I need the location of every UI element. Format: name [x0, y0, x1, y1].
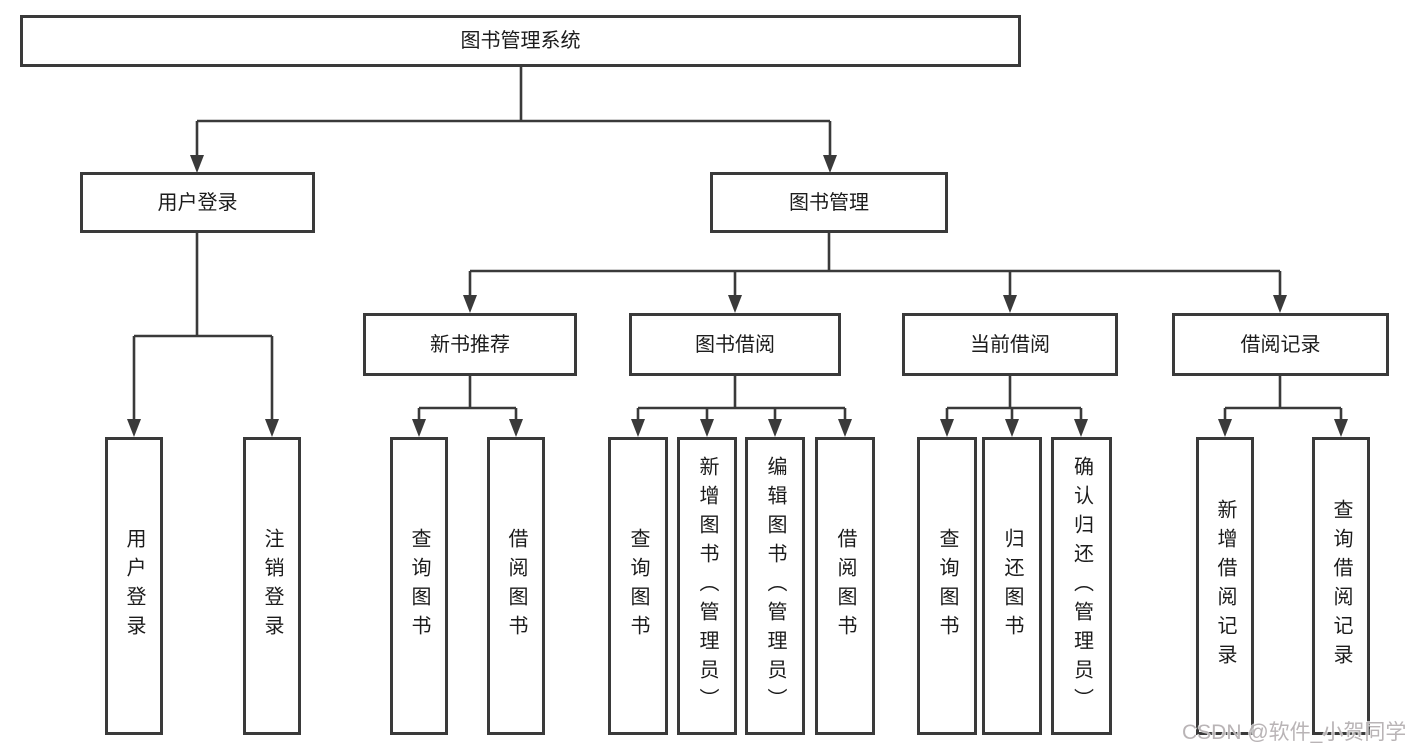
node-root-system: 图书管理系统 [20, 15, 1021, 67]
leaf-label: 新增借阅记录 [1214, 499, 1236, 673]
leaf-logout: 注销登录 [243, 437, 301, 735]
leaf-label: 注销登录 [261, 528, 283, 644]
node-book-borrow: 图书借阅 [629, 313, 841, 376]
leaf-add-borrow-record: 新增借阅记录 [1196, 437, 1254, 735]
leaf-borrow-books-recommend: 借阅图书 [487, 437, 545, 735]
leaf-confirm-return-admin: 确认归还（管理员） [1051, 437, 1112, 735]
leaf-label: 查询图书 [408, 528, 430, 644]
watermark: CSDN @软件_小贺同学 [1182, 721, 1405, 744]
leaf-user-login: 用户登录 [105, 437, 163, 735]
leaf-label: 确认归还（管理员） [1070, 455, 1093, 717]
leaf-label: 借阅图书 [834, 528, 856, 644]
leaf-label: 用户登录 [123, 528, 145, 644]
node-book-management: 图书管理 [710, 172, 948, 233]
connector-book-management-to-level3 [463, 233, 1287, 313]
leaf-query-books-borrow: 查询图书 [608, 437, 668, 735]
leaf-label: 借阅图书 [505, 528, 527, 644]
node-new-book-recommend: 新书推荐 [363, 313, 577, 376]
leaf-borrow-books: 借阅图书 [815, 437, 875, 735]
leaf-add-books-admin: 新增图书（管理员） [677, 437, 737, 735]
leaf-return-books: 归还图书 [982, 437, 1042, 735]
connector-new-book-recommend-to-leaves [412, 376, 523, 437]
connector-current-borrow-to-leaves [940, 376, 1088, 437]
leaf-label: 查询借阅记录 [1330, 499, 1352, 673]
leaf-query-books-recommend: 查询图书 [390, 437, 448, 735]
leaf-query-books-current: 查询图书 [917, 437, 977, 735]
leaf-label: 归还图书 [1001, 528, 1023, 644]
leaf-label: 编辑图书（管理员） [764, 455, 786, 717]
node-borrow-records: 借阅记录 [1172, 313, 1389, 376]
connector-book-borrow-to-leaves [631, 376, 852, 437]
leaf-label: 查询图书 [936, 528, 958, 644]
node-user-login: 用户登录 [80, 172, 315, 233]
leaf-query-borrow-record: 查询借阅记录 [1312, 437, 1370, 735]
leaf-edit-books-admin: 编辑图书（管理员） [745, 437, 805, 735]
connector-root-to-level2 [190, 67, 837, 173]
node-current-borrow: 当前借阅 [902, 313, 1118, 376]
leaf-label: 新增图书（管理员） [696, 455, 718, 717]
connector-borrow-records-to-leaves [1218, 376, 1348, 437]
connector-user-login-to-leaves [127, 233, 279, 437]
leaf-label: 查询图书 [627, 528, 649, 644]
